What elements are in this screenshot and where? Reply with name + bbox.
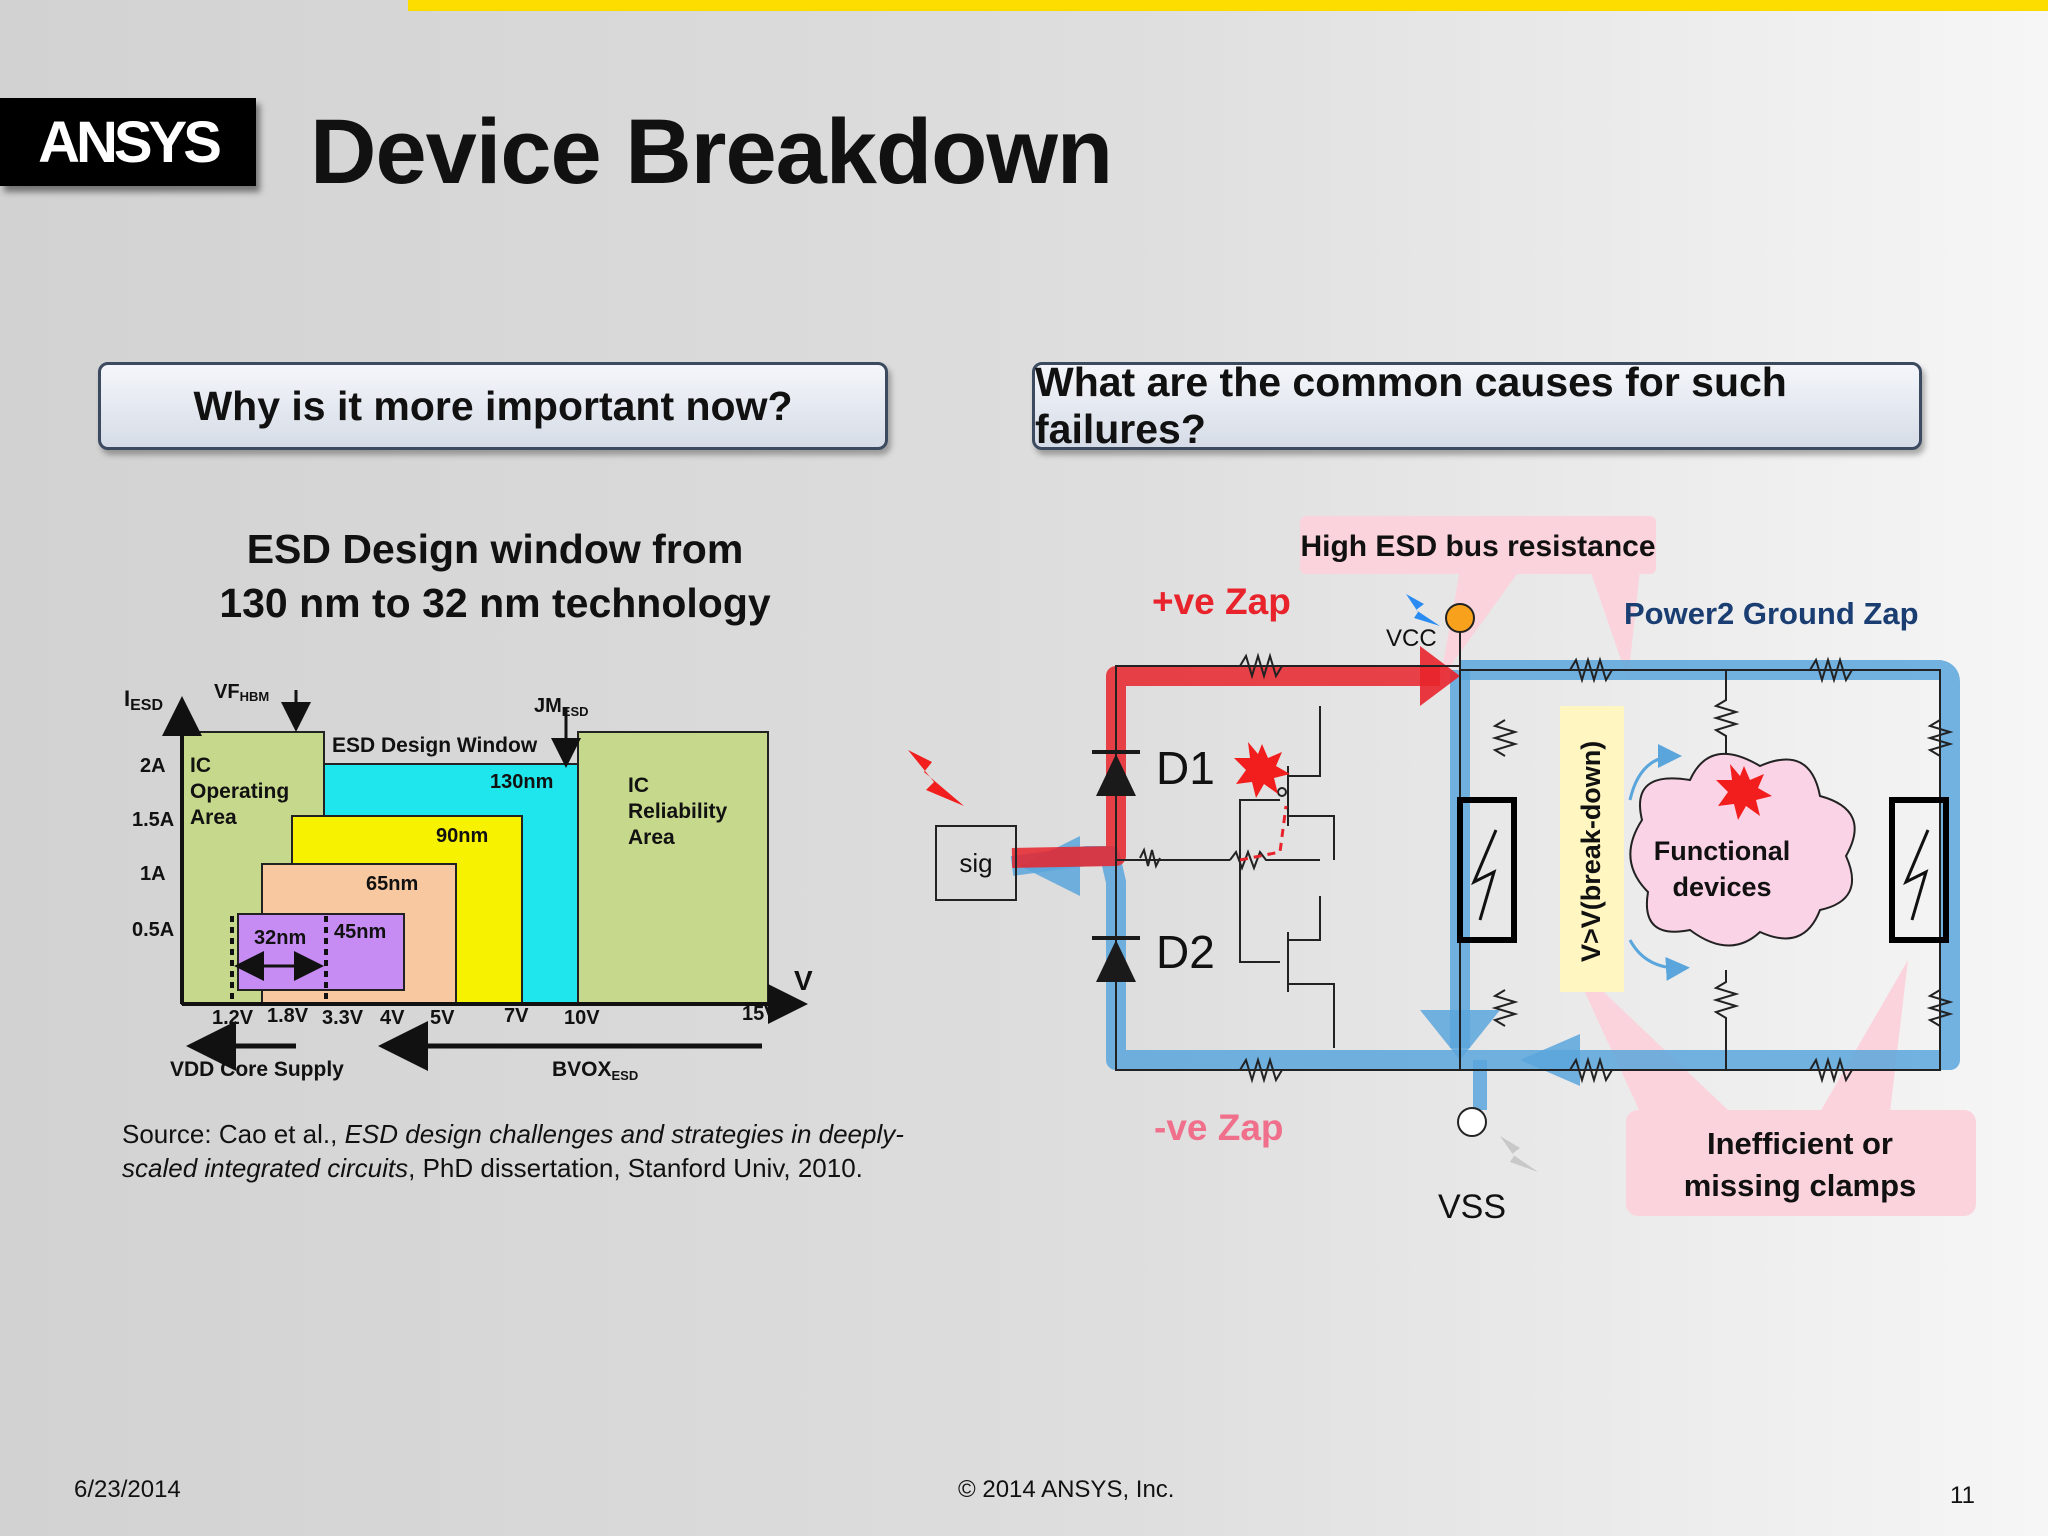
- source-title-2: scaled integrated circuits: [122, 1153, 409, 1183]
- label-130nm: 130nm: [490, 771, 553, 793]
- chart-title-line1: ESD Design window from: [246, 526, 744, 572]
- xtick-4: 4V: [380, 1007, 405, 1029]
- ytick-0-5a: 0.5A: [132, 919, 174, 941]
- rel-area-label-2: Reliability: [628, 800, 728, 823]
- functional-devices-cloud: [1629, 752, 1856, 947]
- failure-burst-functional: [1716, 764, 1772, 820]
- zap-bolt-sig: [908, 750, 964, 806]
- xtick-2: 1.8V: [267, 1005, 309, 1027]
- functional-label-1: Functional: [1654, 836, 1791, 866]
- left-heading-box: Why is it more important now?: [98, 362, 888, 450]
- source-title-1: ESD design challenges and strategies in …: [344, 1119, 904, 1149]
- y-axis-label: IESD: [124, 686, 163, 714]
- bvox-label: BVOXESD: [552, 1058, 638, 1083]
- diode-d2: [1096, 940, 1136, 982]
- left-heading: Why is it more important now?: [193, 382, 793, 429]
- esd-window-chart: IESD VFHBM JMESD ESD Design Window IC Op…: [124, 681, 813, 1083]
- window-label: ESD Design Window: [332, 734, 538, 757]
- rel-area-label-3: Area: [628, 826, 675, 849]
- source-citation: Source: Cao et al., ESD design challenge…: [122, 1117, 922, 1185]
- positive-zap-label: +ve Zap: [1152, 581, 1291, 622]
- xtick-7: 10V: [564, 1007, 600, 1029]
- rel-area-label-1: IC: [628, 774, 649, 797]
- xtick-3: 3.3V: [322, 1007, 364, 1029]
- footer-date: 6/23/2014: [74, 1476, 181, 1503]
- chart-title-line2: 130 nm to 32 nm technology: [219, 580, 771, 626]
- chart-title: ESD Design window from 130 nm to 32 nm t…: [150, 522, 840, 630]
- vss-label: VSS: [1438, 1188, 1506, 1226]
- footer-copyright: © 2014 ANSYS, Inc.: [958, 1476, 1175, 1503]
- source-suffix: , PhD dissertation, Stanford Univ, 2010.: [408, 1153, 863, 1183]
- jm-label: JMESD: [534, 695, 589, 719]
- x-axis-label: V: [794, 965, 813, 996]
- functional-label-2: devices: [1672, 872, 1771, 902]
- label-65nm: 65nm: [366, 873, 418, 895]
- vcc-label: VCC: [1386, 625, 1437, 652]
- power-zap-label: Power2 Ground Zap: [1624, 596, 1919, 631]
- source-prefix: Source: Cao et al.,: [122, 1119, 345, 1149]
- right-heading: What are the common causes for such fail…: [1035, 359, 1787, 452]
- page-number: 11: [1950, 1482, 1975, 1509]
- ansys-logo: ANSYS: [0, 98, 256, 186]
- ytick-1a: 1A: [140, 863, 166, 885]
- clamps-callout-bg: [1626, 1110, 1976, 1216]
- label-90nm: 90nm: [436, 825, 488, 847]
- bus-resistance-callout-bg: [1300, 516, 1656, 574]
- op-area-label-1: IC: [190, 754, 211, 777]
- vdd-core-label: VDD Core Supply: [170, 1058, 344, 1081]
- d1-label: D1: [1156, 742, 1215, 794]
- bus-resistance-label: High ESD bus resistance: [1300, 530, 1655, 563]
- clamp-right: [1889, 797, 1949, 943]
- op-area-label-3: Area: [190, 806, 237, 829]
- xtick-8: 15V: [742, 1003, 778, 1025]
- accent-bar: [408, 0, 2048, 11]
- ic-reliability-area: [577, 731, 769, 1005]
- ytick-1-5a: 1.5A: [132, 809, 174, 831]
- diode-d1: [1096, 754, 1136, 796]
- clamps-label-1: Inefficient or: [1707, 1126, 1893, 1161]
- label-45nm: 45nm: [334, 921, 386, 943]
- op-area-label-2: Operating: [190, 780, 289, 803]
- logo-text: ANSYS: [38, 109, 222, 175]
- label-32nm: 32nm: [254, 927, 306, 949]
- vss-pin: [1457, 1107, 1487, 1137]
- vf-label: VFHBM: [214, 681, 269, 704]
- zap-bolt-vcc: [1406, 594, 1440, 626]
- breakdown-label: V>V(break-down): [1576, 741, 1606, 962]
- zap-bolt-vss: [1500, 1136, 1538, 1172]
- xtick-5: 5V: [430, 1007, 455, 1029]
- xtick-6: 7V: [504, 1005, 529, 1027]
- sig-box: [935, 825, 1017, 901]
- xtick-1: 1.2V: [212, 1007, 254, 1029]
- right-heading-box: What are the common causes for such fail…: [1032, 359, 1922, 452]
- esd-circuit-diagram: V>V(break-down) Functional devices D1 D2…: [908, 516, 1976, 1226]
- clamps-label-2: missing clamps: [1684, 1168, 1917, 1203]
- breakdown-band: [1560, 706, 1624, 992]
- sig-label: sig: [959, 848, 992, 878]
- failure-burst-d1: [1234, 742, 1290, 798]
- vcc-pin: [1445, 603, 1475, 633]
- d2-label: D2: [1156, 926, 1215, 978]
- ytick-2a: 2A: [140, 755, 166, 777]
- slide-title: Device Breakdown: [310, 101, 1113, 203]
- clamp-left: [1457, 797, 1517, 943]
- negative-zap-label: -ve Zap: [1154, 1107, 1284, 1148]
